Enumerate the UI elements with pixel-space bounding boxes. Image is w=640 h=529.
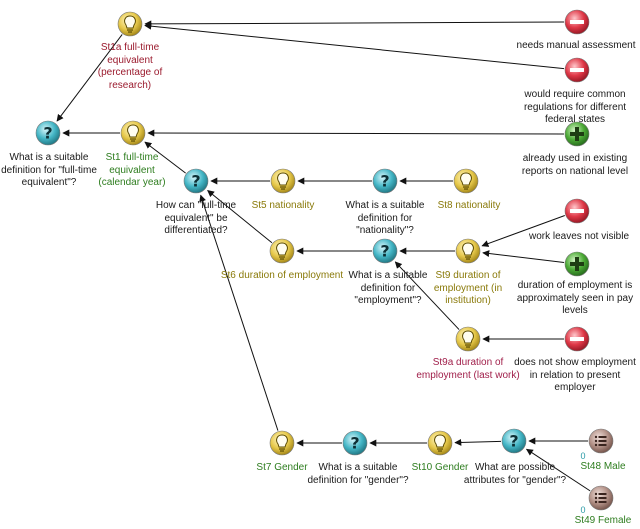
edge-pro_used-to-st1 [147,129,565,137]
pro-used-pro-icon[interactable] [564,121,590,147]
node-st9a-label[interactable]: St9a duration of employment (last work) [416,357,520,381]
node-st9-label[interactable]: St9 duration of employment (in instituti… [433,270,503,306]
edge-st6-to-q_diff [207,190,273,244]
svg-text:?: ? [380,242,389,261]
node-q-fte-label[interactable]: What is a suitable definition for "full-… [1,152,97,188]
edge-con_regs-to-st1a [144,22,565,70]
con-leaves-con-icon[interactable] [564,198,590,224]
node-st1-label[interactable]: St1 full-time equivalent (calendar year) [98,152,166,188]
svg-text:?: ? [191,172,200,191]
node-st49-badge: 0 [580,505,586,515]
st5-idea-icon[interactable] [270,168,296,194]
edges-layer [56,20,591,492]
node-q-emp-label[interactable]: What is a suitable definition for "emplo… [348,270,428,306]
svg-text:?: ? [350,434,359,453]
q-gender-question-icon[interactable]: ? [342,430,368,456]
edge-q_attr-to-st10 [454,438,502,446]
node-q-nat-label[interactable]: What is a suitable definition for "natio… [345,200,425,236]
edge-con_manual-to-st1a [144,20,565,28]
node-con-leaves-label[interactable]: work leaves not visible [528,231,630,242]
node-con-manual-label[interactable]: needs manual assessment [516,40,636,51]
edge-st49-to-q_attr [525,448,591,492]
edge-con_leaves-to-st9 [481,215,565,247]
edge-q_diff-to-st1 [144,141,186,174]
node-q-gender-label[interactable]: What is a suitable definition for "gende… [307,462,409,486]
pro-pay-pro-icon[interactable] [564,251,590,277]
node-st7-label[interactable]: St7 Gender [256,462,308,473]
node-st48-badge: 0 [580,451,586,461]
q-emp-question-icon[interactable]: ? [372,238,398,264]
svg-text:?: ? [380,172,389,191]
edge-st1a-to-q_fte [56,34,123,122]
edge-st9a-to-q_emp [394,261,460,330]
st9a-idea-icon[interactable] [455,326,481,352]
node-st48-label[interactable]: St48 Male [580,461,626,472]
node-pro-pay-label[interactable]: duration of employment is approximately … [516,280,634,316]
q-diff-question-icon[interactable]: ? [183,168,209,194]
con-regs-con-icon[interactable] [564,57,590,83]
node-st6-label[interactable]: St6 duration of employment [220,270,344,281]
node-q-diff-label[interactable]: How can "full-time equivalent" be differ… [155,200,237,236]
icons-layer: ?????? [35,9,614,511]
st6-idea-icon[interactable] [269,238,295,264]
node-st10-label[interactable]: St10 Gender [411,462,469,473]
st48-attribute-icon[interactable] [588,428,614,454]
svg-text:?: ? [509,432,518,451]
svg-text:?: ? [43,124,52,143]
st8-idea-icon[interactable] [453,168,479,194]
st10-idea-icon[interactable] [427,430,453,456]
node-pro-used-label[interactable]: already used in existing reports on nati… [521,153,629,177]
node-st1a-label[interactable]: St1a full-time equivalent (percentage of… [97,42,163,91]
node-st49-label[interactable]: St49 Female [574,515,632,526]
st49-attribute-icon[interactable] [588,485,614,511]
st7-idea-icon[interactable] [269,430,295,456]
node-q-attr-label[interactable]: What are possible attributes for "gender… [463,462,567,486]
st1-idea-icon[interactable] [120,120,146,146]
con-manual-con-icon[interactable] [564,9,590,35]
node-con-regs-label[interactable]: would require common regulations for dif… [523,89,627,125]
node-st5-label[interactable]: St5 nationality [251,200,315,211]
st9-idea-icon[interactable] [455,238,481,264]
st1a-idea-icon[interactable] [117,11,143,37]
node-con-present-label[interactable]: does not show employment in relation to … [514,357,636,393]
edge-st7-to-q_diff [199,194,279,431]
node-st8-label[interactable]: St8 nationality [437,200,501,211]
con-present-con-icon[interactable] [564,326,590,352]
q-fte-question-icon[interactable]: ? [35,120,61,146]
edge-pro_pay-to-st9 [482,250,565,263]
q-attr-question-icon[interactable]: ? [501,428,527,454]
q-nat-question-icon[interactable]: ? [372,168,398,194]
